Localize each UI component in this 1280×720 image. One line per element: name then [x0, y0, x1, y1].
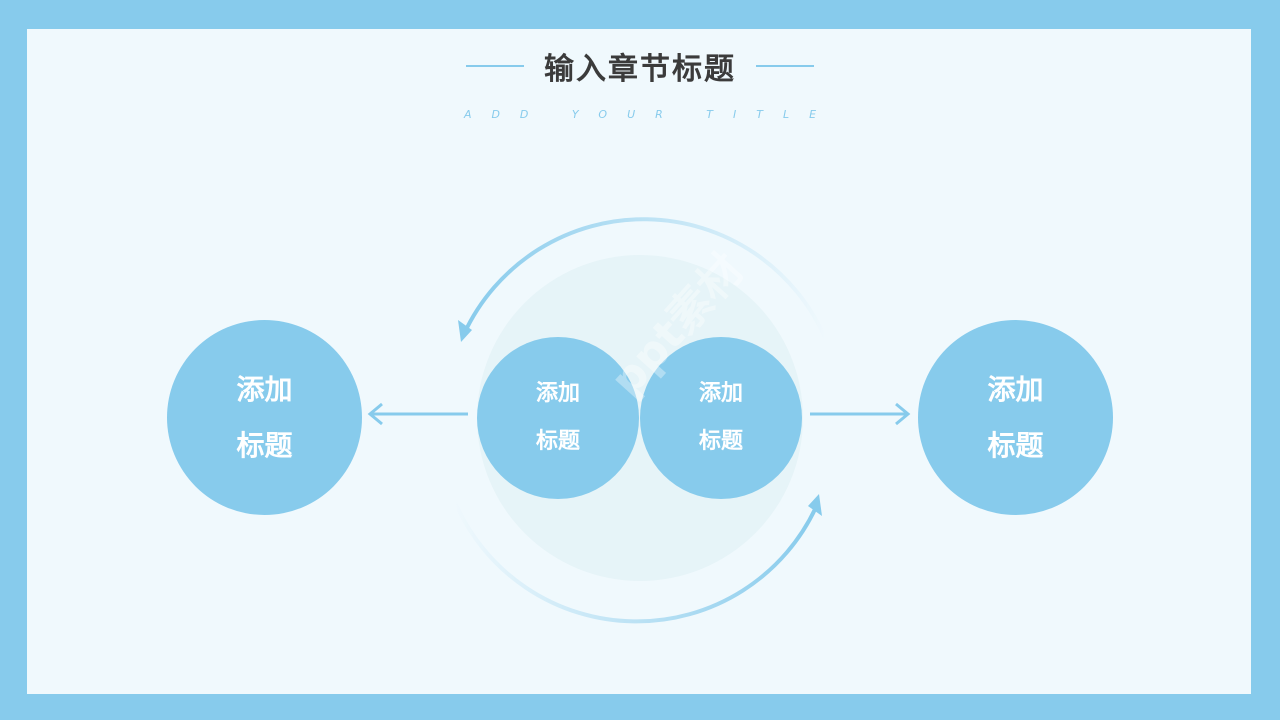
node-left: 添加 标题 — [167, 320, 362, 515]
cycle-arrowhead-top — [458, 320, 472, 342]
cycle-arc-top — [462, 217, 828, 341]
right-arrowhead — [895, 402, 911, 426]
node-center-right-line2: 标题 — [698, 429, 743, 454]
node-center-left-line1: 添加 — [535, 381, 580, 406]
node-center-left: 添加 标题 — [477, 337, 639, 499]
node-center-left-line2: 标题 — [535, 429, 580, 454]
node-right: 添加 标题 — [918, 320, 1113, 515]
page-subtitle: ADD YOUR TITLE — [463, 108, 837, 121]
node-right-line1: 添加 — [987, 372, 1044, 406]
left-arrowhead — [367, 402, 383, 426]
title-right-rule — [756, 65, 814, 67]
page-title: 输入章节标题 — [544, 52, 736, 87]
node-right-line2: 标题 — [987, 428, 1044, 462]
node-center-right: 添加 标题 — [640, 337, 802, 499]
title-block: 输入章节标题 — [0, 44, 1280, 88]
node-center-right-line1: 添加 — [698, 381, 743, 406]
title-left-rule — [466, 65, 524, 67]
node-left-line2: 标题 — [236, 428, 293, 462]
node-left-line1: 添加 — [236, 372, 293, 406]
cycle-arc-bottom — [452, 499, 819, 624]
cycle-arrowhead-bottom — [808, 494, 822, 516]
